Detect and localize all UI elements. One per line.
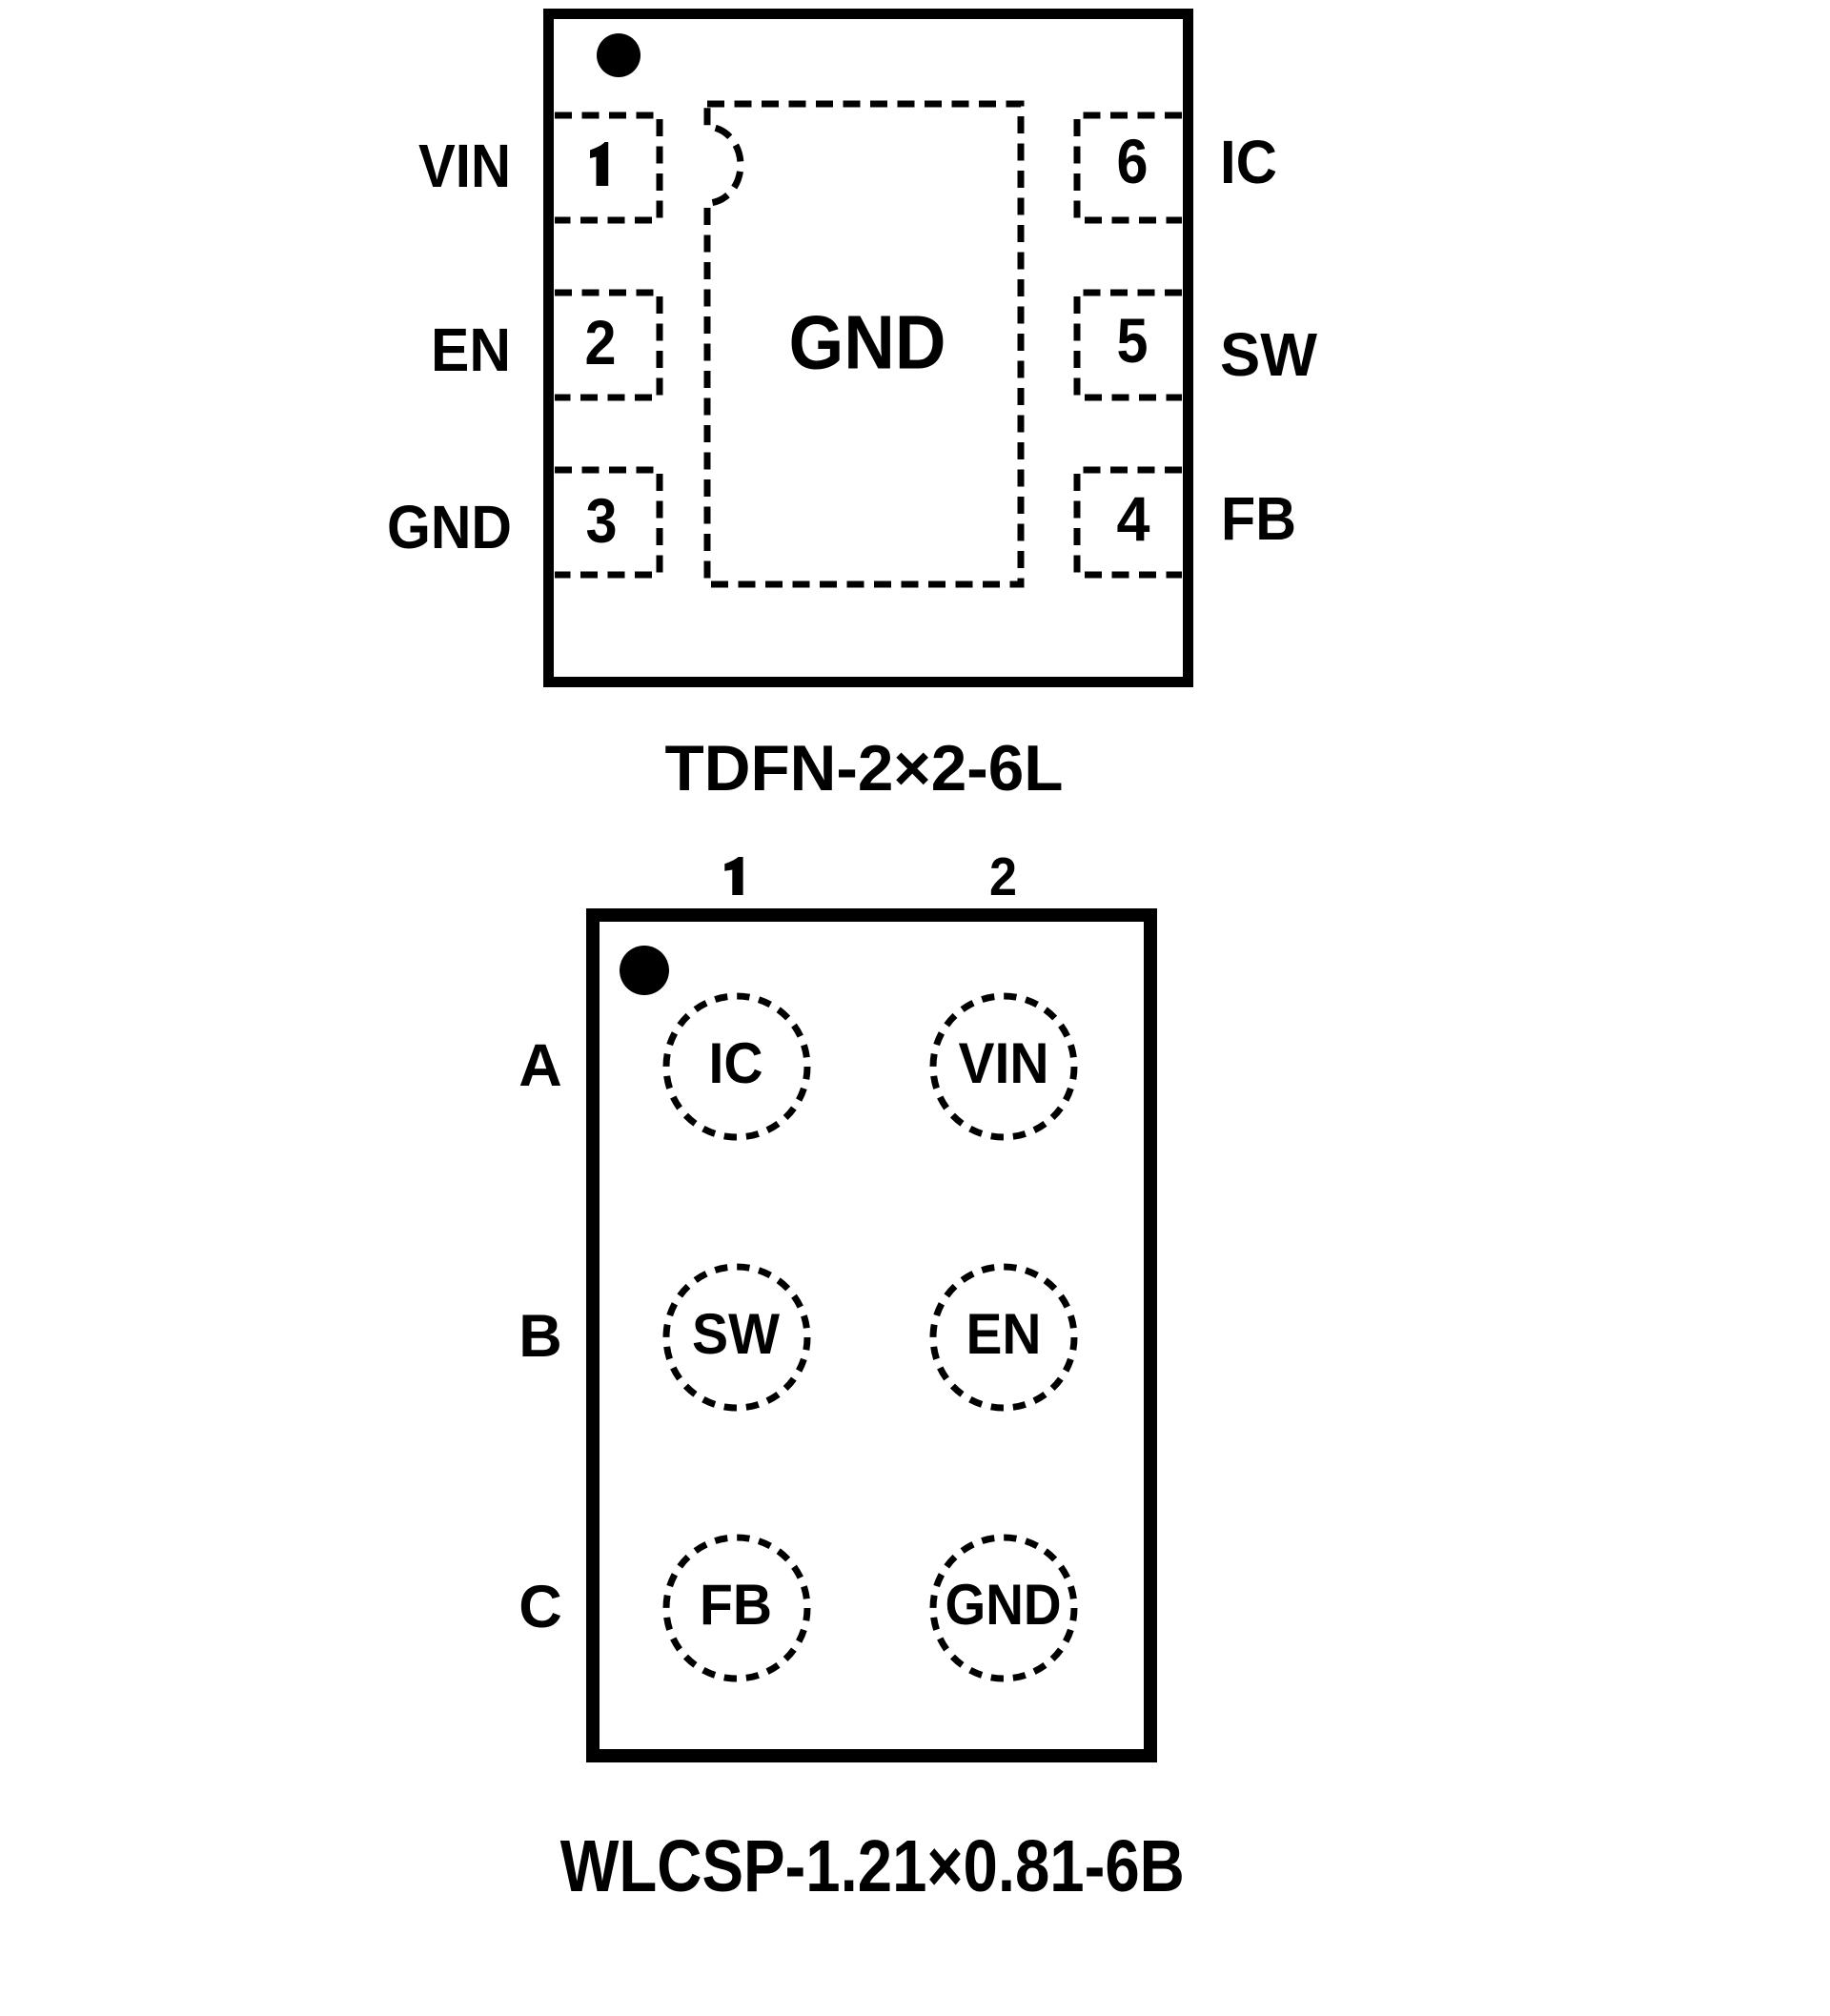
- svg-text:WLCSP-1.21×0.81-6B: WLCSP-1.21×0.81-6B: [560, 1825, 1185, 1907]
- svg-text:3: 3: [586, 485, 618, 556]
- svg-text:SW: SW: [1220, 320, 1318, 389]
- svg-text:5: 5: [1117, 305, 1149, 376]
- svg-text:SW: SW: [692, 1302, 780, 1366]
- svg-text:EN: EN: [966, 1302, 1042, 1366]
- svg-text:VIN: VIN: [959, 1031, 1049, 1095]
- svg-text:2: 2: [989, 846, 1017, 907]
- svg-text:EN: EN: [431, 316, 511, 384]
- svg-text:GND: GND: [387, 493, 512, 561]
- svg-text:C: C: [518, 1574, 562, 1640]
- svg-text:A: A: [518, 1032, 562, 1099]
- svg-text:6: 6: [1117, 126, 1149, 196]
- svg-text:4: 4: [1117, 483, 1150, 554]
- svg-text:FB: FB: [700, 1573, 772, 1637]
- svg-text:VIN: VIN: [418, 132, 511, 200]
- svg-text:IC: IC: [709, 1031, 763, 1095]
- svg-text:FB: FB: [1221, 484, 1296, 553]
- svg-text:TDFN-2×2-6L: TDFN-2×2-6L: [665, 732, 1064, 804]
- svg-text:B: B: [518, 1303, 562, 1370]
- svg-text:GND: GND: [946, 1573, 1062, 1637]
- svg-text:GND: GND: [789, 300, 946, 385]
- svg-text:2: 2: [585, 307, 617, 377]
- svg-text:IC: IC: [1220, 128, 1277, 196]
